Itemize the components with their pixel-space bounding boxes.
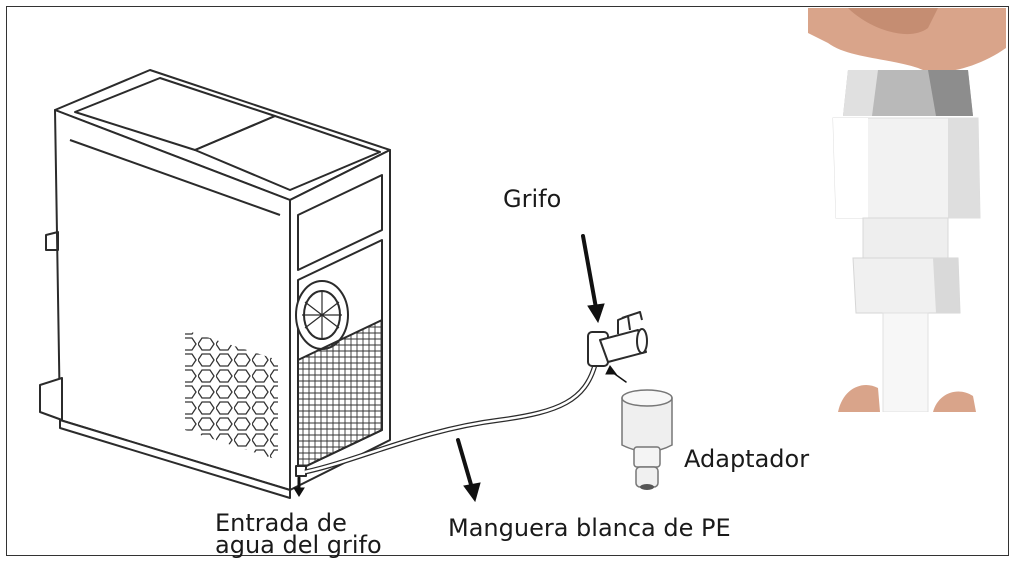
faucet-icon	[587, 311, 648, 367]
fitting-photo	[808, 8, 1006, 412]
label-grifo: Grifo	[503, 185, 562, 213]
ice-machine-illustration	[39, 69, 391, 499]
arrows	[293, 234, 627, 503]
hand-fitting-photo-icon	[808, 8, 1006, 412]
label-adaptador: Adaptador	[684, 445, 810, 473]
label-manguera: Manguera blanca de PE	[448, 514, 731, 542]
label-entrada-line1: Entrada de	[215, 509, 347, 537]
arrow-faucet-icon	[581, 234, 598, 310]
water-inlet-icon	[295, 465, 307, 477]
vent-pattern	[185, 330, 278, 460]
adapter-icon	[621, 389, 673, 490]
label-entrada-line2: agua del grifo	[215, 531, 382, 559]
arrow-hose-icon	[456, 438, 474, 490]
